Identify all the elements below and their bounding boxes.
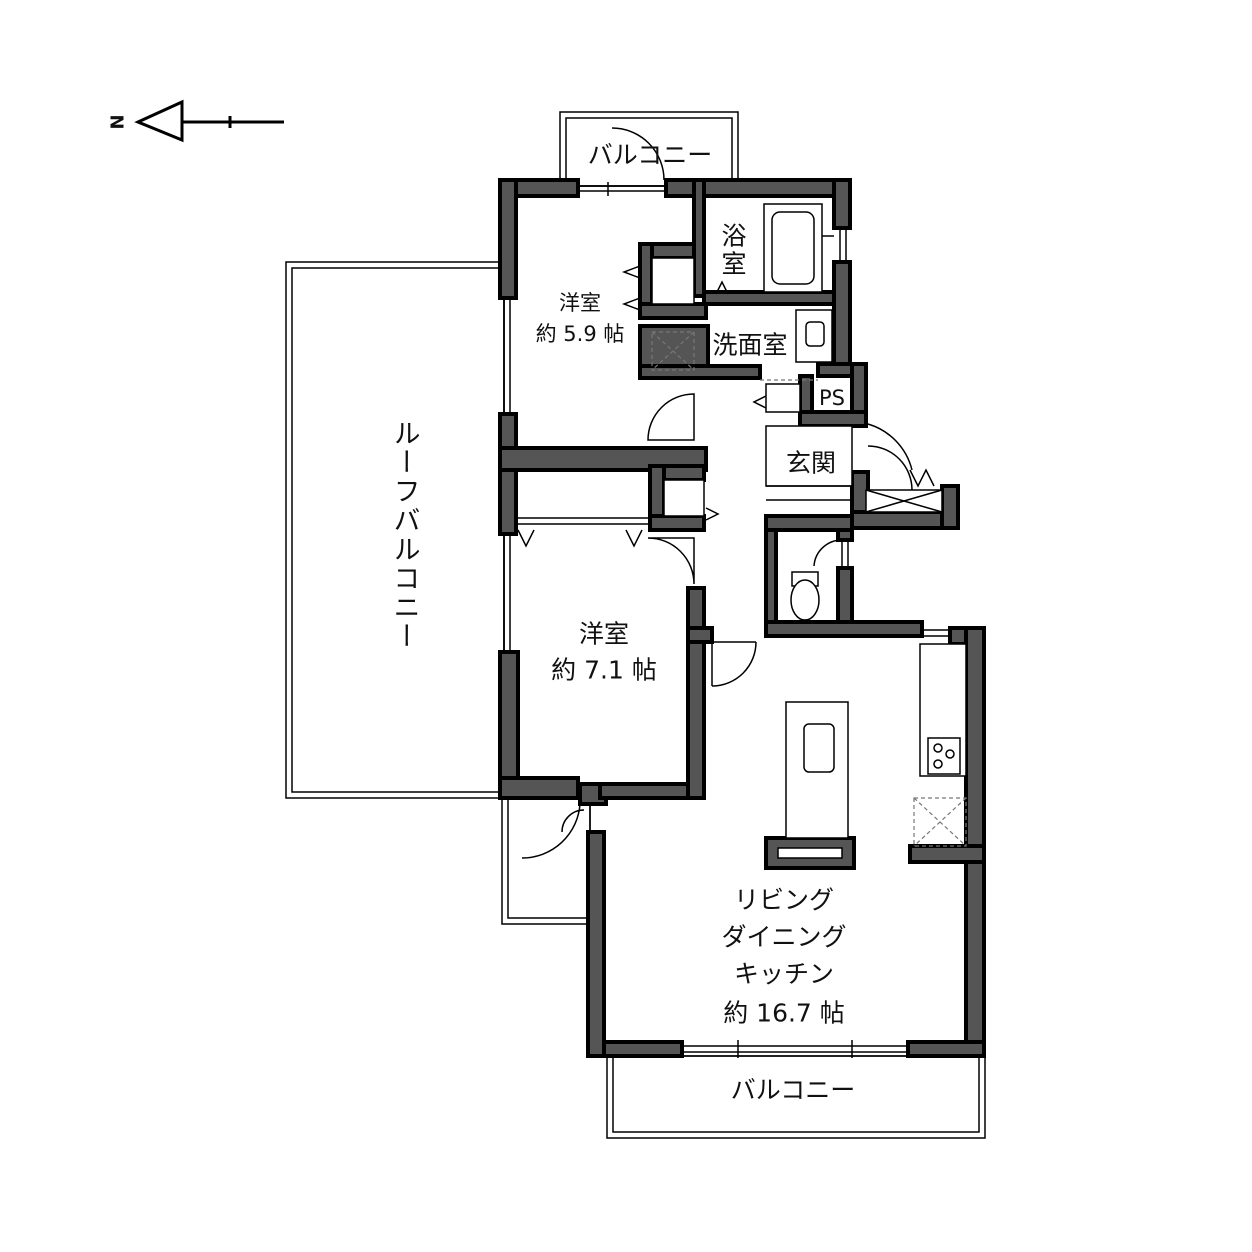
compass-arrow-icon <box>134 99 284 143</box>
bathroom-label-line2: 室 <box>721 250 746 279</box>
washroom-label: 洗面室 <box>712 331 787 360</box>
compass-north-label: N <box>108 114 129 129</box>
balcony-bottom-label: バルコニー <box>731 1076 856 1105</box>
roof-balcony-label: ルーフバルコニー <box>389 419 420 651</box>
bathroom-label-line1: 浴 <box>721 222 746 251</box>
ldk-area: 約 16.7 帖 <box>723 999 845 1028</box>
balcony-top-label: バルコニー <box>588 141 713 170</box>
western-room-2-label: 洋室 <box>579 620 629 649</box>
walls <box>498 178 986 1058</box>
fixtures <box>516 127 967 859</box>
western-room-1-label: 洋室 <box>559 291 601 315</box>
western-room-2-area: 約 7.1 帖 <box>551 656 657 685</box>
side-balcony-outline <box>501 797 591 925</box>
ldk-label-line2: ダイニング <box>721 923 846 952</box>
windows <box>503 182 950 1058</box>
western-room-1-area: 約 5.9 帖 <box>536 322 625 346</box>
ldk-label-line1: リビング <box>734 886 834 915</box>
entrance-label: 玄関 <box>786 449 836 478</box>
balcony-bottom-outline <box>606 1055 986 1139</box>
ldk-label-line3: キッチン <box>734 960 834 989</box>
pipe-space-label: PS <box>819 386 845 410</box>
